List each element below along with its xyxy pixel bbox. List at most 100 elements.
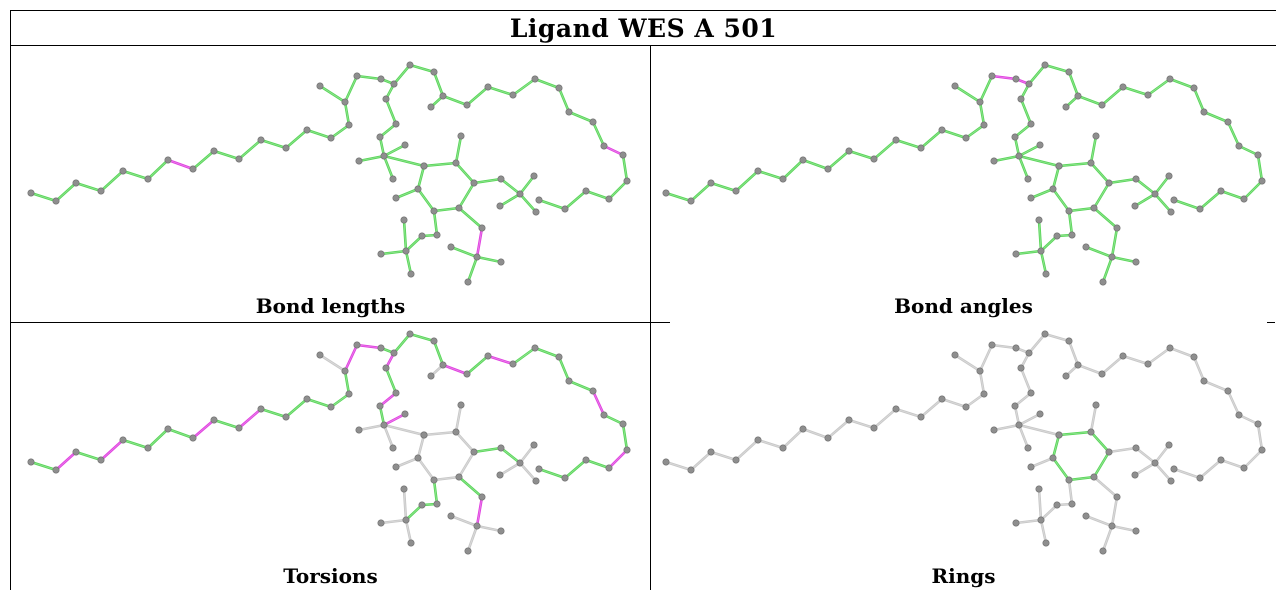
atom-t18 [1012, 344, 1020, 352]
bond-highlight [568, 380, 594, 392]
bond-highlight [979, 101, 985, 126]
bond-highlight [603, 145, 624, 156]
bond-r1-s0 [1089, 403, 1098, 434]
bond-b13-b14 [621, 422, 629, 452]
atom-b15 [1240, 464, 1248, 472]
atom-s17 [1053, 501, 1061, 509]
bond-b1-b2 [408, 63, 436, 74]
atom-t6 [799, 425, 807, 433]
bond-t15-t17 [978, 74, 994, 104]
atom-t14 [980, 390, 988, 398]
atom-m0 [1017, 364, 1025, 372]
bond-highlight [1220, 190, 1245, 200]
bond-r1-r2 [454, 430, 476, 454]
atom-s10 [377, 250, 385, 258]
atom-t15 [976, 98, 984, 106]
bond-highlight [710, 182, 737, 192]
bond-highlight [1199, 459, 1222, 479]
bond-highlight [383, 424, 394, 449]
atom-s8 [1113, 493, 1121, 501]
bond-s8-s13 [475, 226, 484, 259]
bond-b2-b3 [432, 70, 445, 98]
bond-highlight [358, 155, 385, 162]
atom-t12 [303, 126, 311, 134]
atom-b11 [1224, 387, 1232, 395]
bond-highlight [920, 129, 943, 149]
bond-highlight [487, 86, 514, 96]
atom-t10 [257, 136, 265, 144]
molecule-bond-lengths [27, 61, 631, 286]
bond-highlight [467, 525, 478, 552]
atom-s17 [418, 501, 426, 509]
bond-b12-b13 [602, 144, 625, 157]
bond-highlight [238, 139, 262, 160]
atom-b10 [1200, 377, 1208, 385]
bond-highlight [873, 139, 897, 160]
bond-t1-t2 [689, 450, 713, 472]
bond-highlight [1193, 356, 1205, 382]
bond-highlight [55, 182, 77, 202]
bond-highlight [1090, 404, 1097, 433]
bond-highlight [1122, 355, 1149, 365]
bond-s17-s9 [404, 234, 424, 253]
bond-highlight [319, 354, 346, 372]
left-border [10, 45, 11, 590]
bond-highlight [1040, 250, 1047, 275]
bond-s2-s4 [498, 192, 522, 208]
bond-highlight [1052, 434, 1060, 459]
bond-highlight [455, 431, 475, 453]
bond-highlight [782, 428, 804, 449]
atom-r1 [452, 428, 460, 436]
atom-t16 [951, 351, 959, 359]
bond-b9-b10 [557, 355, 571, 383]
bond-s17-s9 [1039, 503, 1059, 522]
bond-r4-s7 [1067, 478, 1074, 506]
bond-s9-s12 [1037, 218, 1043, 253]
bond-highlight [1068, 210, 1073, 236]
bond-highlight [395, 457, 419, 468]
bond-highlight [1044, 64, 1070, 73]
atom-t9 [235, 424, 243, 432]
bond-t15-t16 [318, 84, 347, 104]
bond-highlight [455, 404, 462, 433]
bond-s9-s12 [402, 487, 408, 522]
atom-m3 [1015, 421, 1023, 429]
bond-t3-t4 [734, 438, 760, 462]
atom-b9 [555, 353, 563, 361]
atom-t7 [189, 165, 197, 173]
figure-title: Ligand WES A 501 [509, 13, 778, 43]
atom-t15 [976, 367, 984, 375]
atom-m2 [376, 402, 384, 410]
bond-t1-t2 [689, 181, 713, 203]
atom-m0 [1017, 95, 1025, 103]
bond-s9-s10 [1014, 249, 1043, 256]
bond-s1-s2 [1134, 177, 1157, 196]
atom-s10 [1012, 519, 1020, 527]
bond-highlight [735, 439, 759, 461]
bond-highlight [665, 192, 692, 202]
atom-r1 [452, 159, 460, 167]
atom-s0 [1092, 132, 1100, 140]
bond-s9-s11 [404, 249, 413, 276]
bond-b3-b5 [1076, 363, 1104, 376]
bond-highlight [895, 408, 922, 418]
bond-highlight [409, 333, 435, 342]
atom-s1 [497, 175, 505, 183]
atom-t3 [732, 456, 740, 464]
bond-r4-r5 [1051, 456, 1071, 482]
atom-t7 [824, 165, 832, 173]
atom-b0 [390, 349, 398, 357]
atom-b2 [1065, 68, 1073, 76]
atom-t9 [870, 155, 878, 163]
atom-r4 [1065, 207, 1073, 215]
bond-highlight [1040, 235, 1058, 252]
bond-t8-t9 [212, 418, 241, 430]
bond-highlight [442, 364, 468, 375]
atom-t14 [345, 390, 353, 398]
atom-s7 [433, 500, 441, 508]
bond-highlight [405, 250, 412, 275]
atom-t0 [27, 458, 35, 466]
atom-b13 [1254, 151, 1262, 159]
atom-t4 [119, 436, 127, 444]
atom-t1 [687, 197, 695, 205]
